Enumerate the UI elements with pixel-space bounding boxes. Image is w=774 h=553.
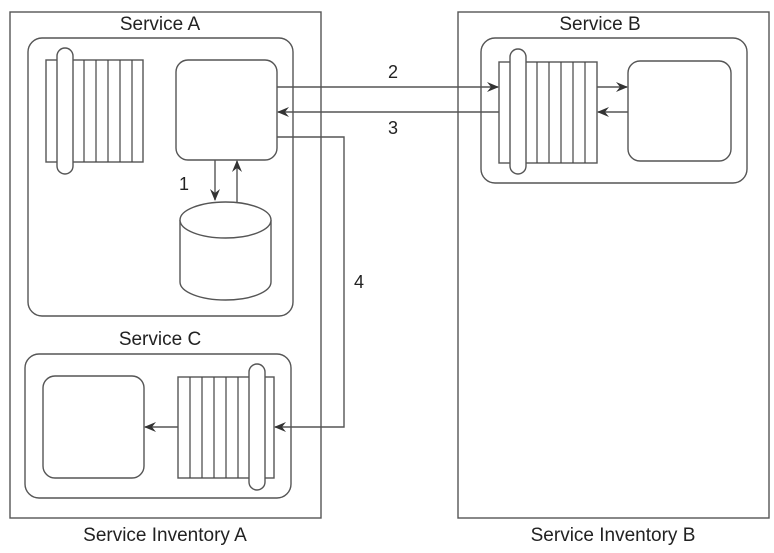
interaction-4-label: 4 xyxy=(354,272,364,292)
inventory-a-label: Service Inventory A xyxy=(83,525,247,546)
service-a-label: Service A xyxy=(120,14,201,35)
service-a: Service A 1 xyxy=(27,14,294,317)
service-b-message-queue-icon xyxy=(498,48,598,175)
interaction-1-label: 1 xyxy=(179,174,189,194)
service-a-message-queue-icon xyxy=(45,47,144,175)
service-c-label: Service C xyxy=(119,329,201,350)
interaction-3-label: 3 xyxy=(388,118,398,138)
service-a-logic-box xyxy=(175,59,278,161)
interaction-4-arrow xyxy=(274,136,345,432)
service-b: Service B xyxy=(480,14,748,184)
service-a-database-icon xyxy=(179,201,272,301)
service-c: Service C xyxy=(24,329,292,499)
service-b-logic-box xyxy=(627,60,732,162)
service-c-logic-box xyxy=(42,375,145,479)
service-b-label: Service B xyxy=(559,14,640,35)
service-c-message-queue-icon xyxy=(177,363,275,491)
inventory-b-label: Service Inventory B xyxy=(531,525,696,546)
interaction-2-label: 2 xyxy=(388,62,398,82)
